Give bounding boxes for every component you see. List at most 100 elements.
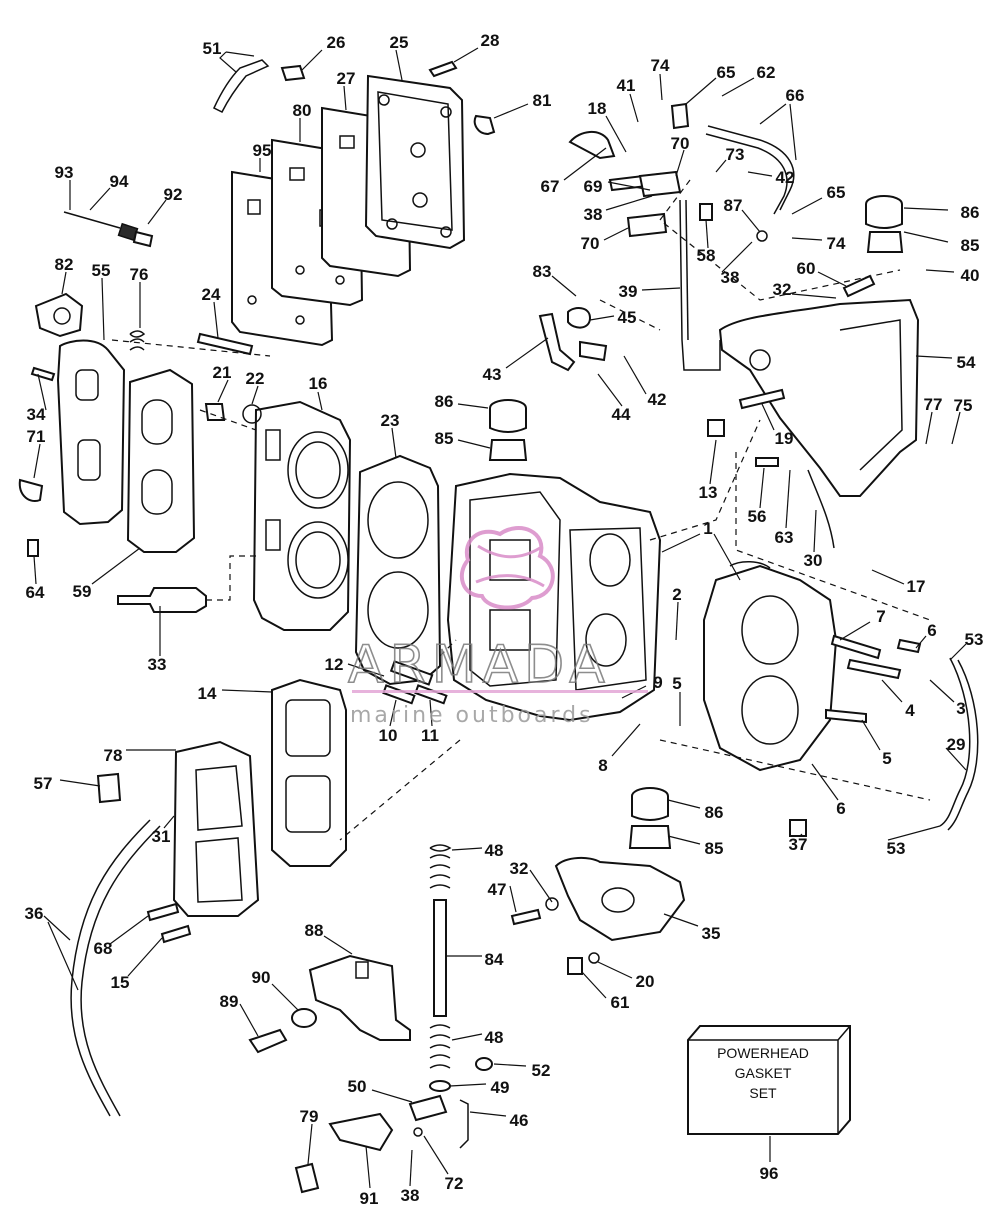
callout-11: 11 [421, 726, 439, 745]
callout-90: 90 [252, 968, 271, 987]
callout-74: 74 [827, 234, 846, 253]
callout-9: 9 [653, 673, 662, 692]
gasket-set-box: POWERHEAD GASKET SET [687, 1025, 851, 1135]
callout-38: 38 [401, 1186, 420, 1205]
crankcase-half [703, 561, 979, 837]
callout-30: 30 [804, 551, 823, 570]
callout-12: 12 [325, 655, 344, 674]
callout-96: 96 [760, 1164, 779, 1183]
gasket-box-line-3: SET [749, 1085, 777, 1101]
callout-57: 57 [34, 774, 53, 793]
mount-bracket-88 [248, 954, 411, 1054]
callout-85: 85 [961, 236, 980, 255]
callout-42: 42 [648, 390, 667, 409]
callout-49: 49 [491, 1078, 510, 1097]
callout-55: 55 [92, 261, 111, 280]
callout-63: 63 [775, 528, 794, 547]
callout-51: 51 [203, 39, 222, 58]
callout-29: 29 [947, 735, 966, 754]
callout-15: 15 [111, 973, 130, 992]
callout-89: 89 [220, 992, 239, 1011]
callout-48: 48 [485, 841, 504, 860]
callout-42: 42 [776, 168, 795, 187]
callout-25: 25 [390, 33, 409, 52]
callout-58: 58 [697, 246, 716, 265]
exhaust-cover-assembly [18, 292, 196, 557]
callout-80: 80 [293, 101, 312, 120]
callout-16: 16 [309, 374, 328, 393]
callout-36: 36 [25, 904, 44, 923]
callout-72: 72 [445, 1174, 464, 1193]
callout-91: 91 [360, 1189, 379, 1208]
callout-23: 23 [381, 411, 400, 430]
callout-92: 92 [164, 185, 183, 204]
callout-50: 50 [348, 1077, 367, 1096]
callout-87: 87 [724, 196, 743, 215]
callout-27: 27 [337, 69, 356, 88]
callout-69: 69 [584, 177, 603, 196]
callout-45: 45 [618, 308, 637, 327]
callout-14: 14 [198, 684, 217, 703]
callout-59: 59 [73, 582, 92, 601]
callout-53: 53 [887, 839, 906, 858]
leader-lines [33, 47, 967, 1189]
callout-74: 74 [651, 56, 670, 75]
watermark-logo [459, 526, 555, 610]
callout-47: 47 [488, 880, 507, 899]
throttle-linkage [538, 102, 795, 372]
callout-79: 79 [300, 1107, 319, 1126]
callout-76: 76 [130, 265, 149, 284]
bracket-91 [294, 1112, 394, 1194]
callout-83: 83 [533, 262, 552, 281]
callout-22: 22 [246, 369, 265, 388]
callout-39: 39 [619, 282, 638, 301]
bracket-54 [707, 195, 920, 549]
callout-53: 53 [965, 630, 984, 649]
temperature-sensor [63, 211, 154, 248]
callout-21: 21 [213, 363, 232, 382]
callout-2: 2 [672, 585, 681, 604]
callout-60: 60 [797, 259, 816, 278]
callout-64: 64 [26, 583, 45, 602]
callout-3: 3 [956, 699, 965, 718]
callout-66: 66 [786, 86, 805, 105]
callout-43: 43 [483, 365, 502, 384]
callout-10: 10 [379, 726, 398, 745]
valve-assembly [408, 844, 493, 1149]
watermark-title: ARMADA [348, 635, 611, 695]
gasket-box-line-2: GASKET [735, 1065, 792, 1081]
callout-35: 35 [702, 924, 721, 943]
callout-85: 85 [705, 839, 724, 858]
callout-77: 77 [924, 395, 943, 414]
callout-85: 85 [435, 429, 454, 448]
callout-6: 6 [927, 621, 936, 640]
callout-71: 71 [27, 427, 46, 446]
callout-34: 34 [27, 405, 46, 424]
callout-82: 82 [55, 255, 74, 274]
callout-52: 52 [532, 1061, 551, 1080]
callout-7: 7 [876, 607, 885, 626]
callout-41: 41 [617, 76, 636, 95]
callout-88: 88 [305, 921, 324, 940]
callout-61: 61 [611, 993, 630, 1012]
callout-18: 18 [588, 99, 607, 118]
callout-37: 37 [789, 835, 808, 854]
callout-17: 17 [907, 577, 926, 596]
callout-5: 5 [882, 749, 891, 768]
callout-32: 32 [773, 280, 792, 299]
callout-93: 93 [55, 163, 74, 182]
callout-65: 65 [717, 63, 736, 82]
head-gasket [354, 454, 442, 686]
callout-4: 4 [905, 701, 915, 720]
callout-24: 24 [202, 285, 221, 304]
callout-48: 48 [485, 1028, 504, 1047]
callout-56: 56 [748, 507, 767, 526]
callout-68: 68 [94, 939, 113, 958]
callout-84: 84 [485, 950, 504, 969]
callout-20: 20 [636, 972, 655, 991]
callout-73: 73 [726, 145, 745, 164]
callout-75: 75 [954, 396, 973, 415]
callout-70: 70 [671, 134, 690, 153]
